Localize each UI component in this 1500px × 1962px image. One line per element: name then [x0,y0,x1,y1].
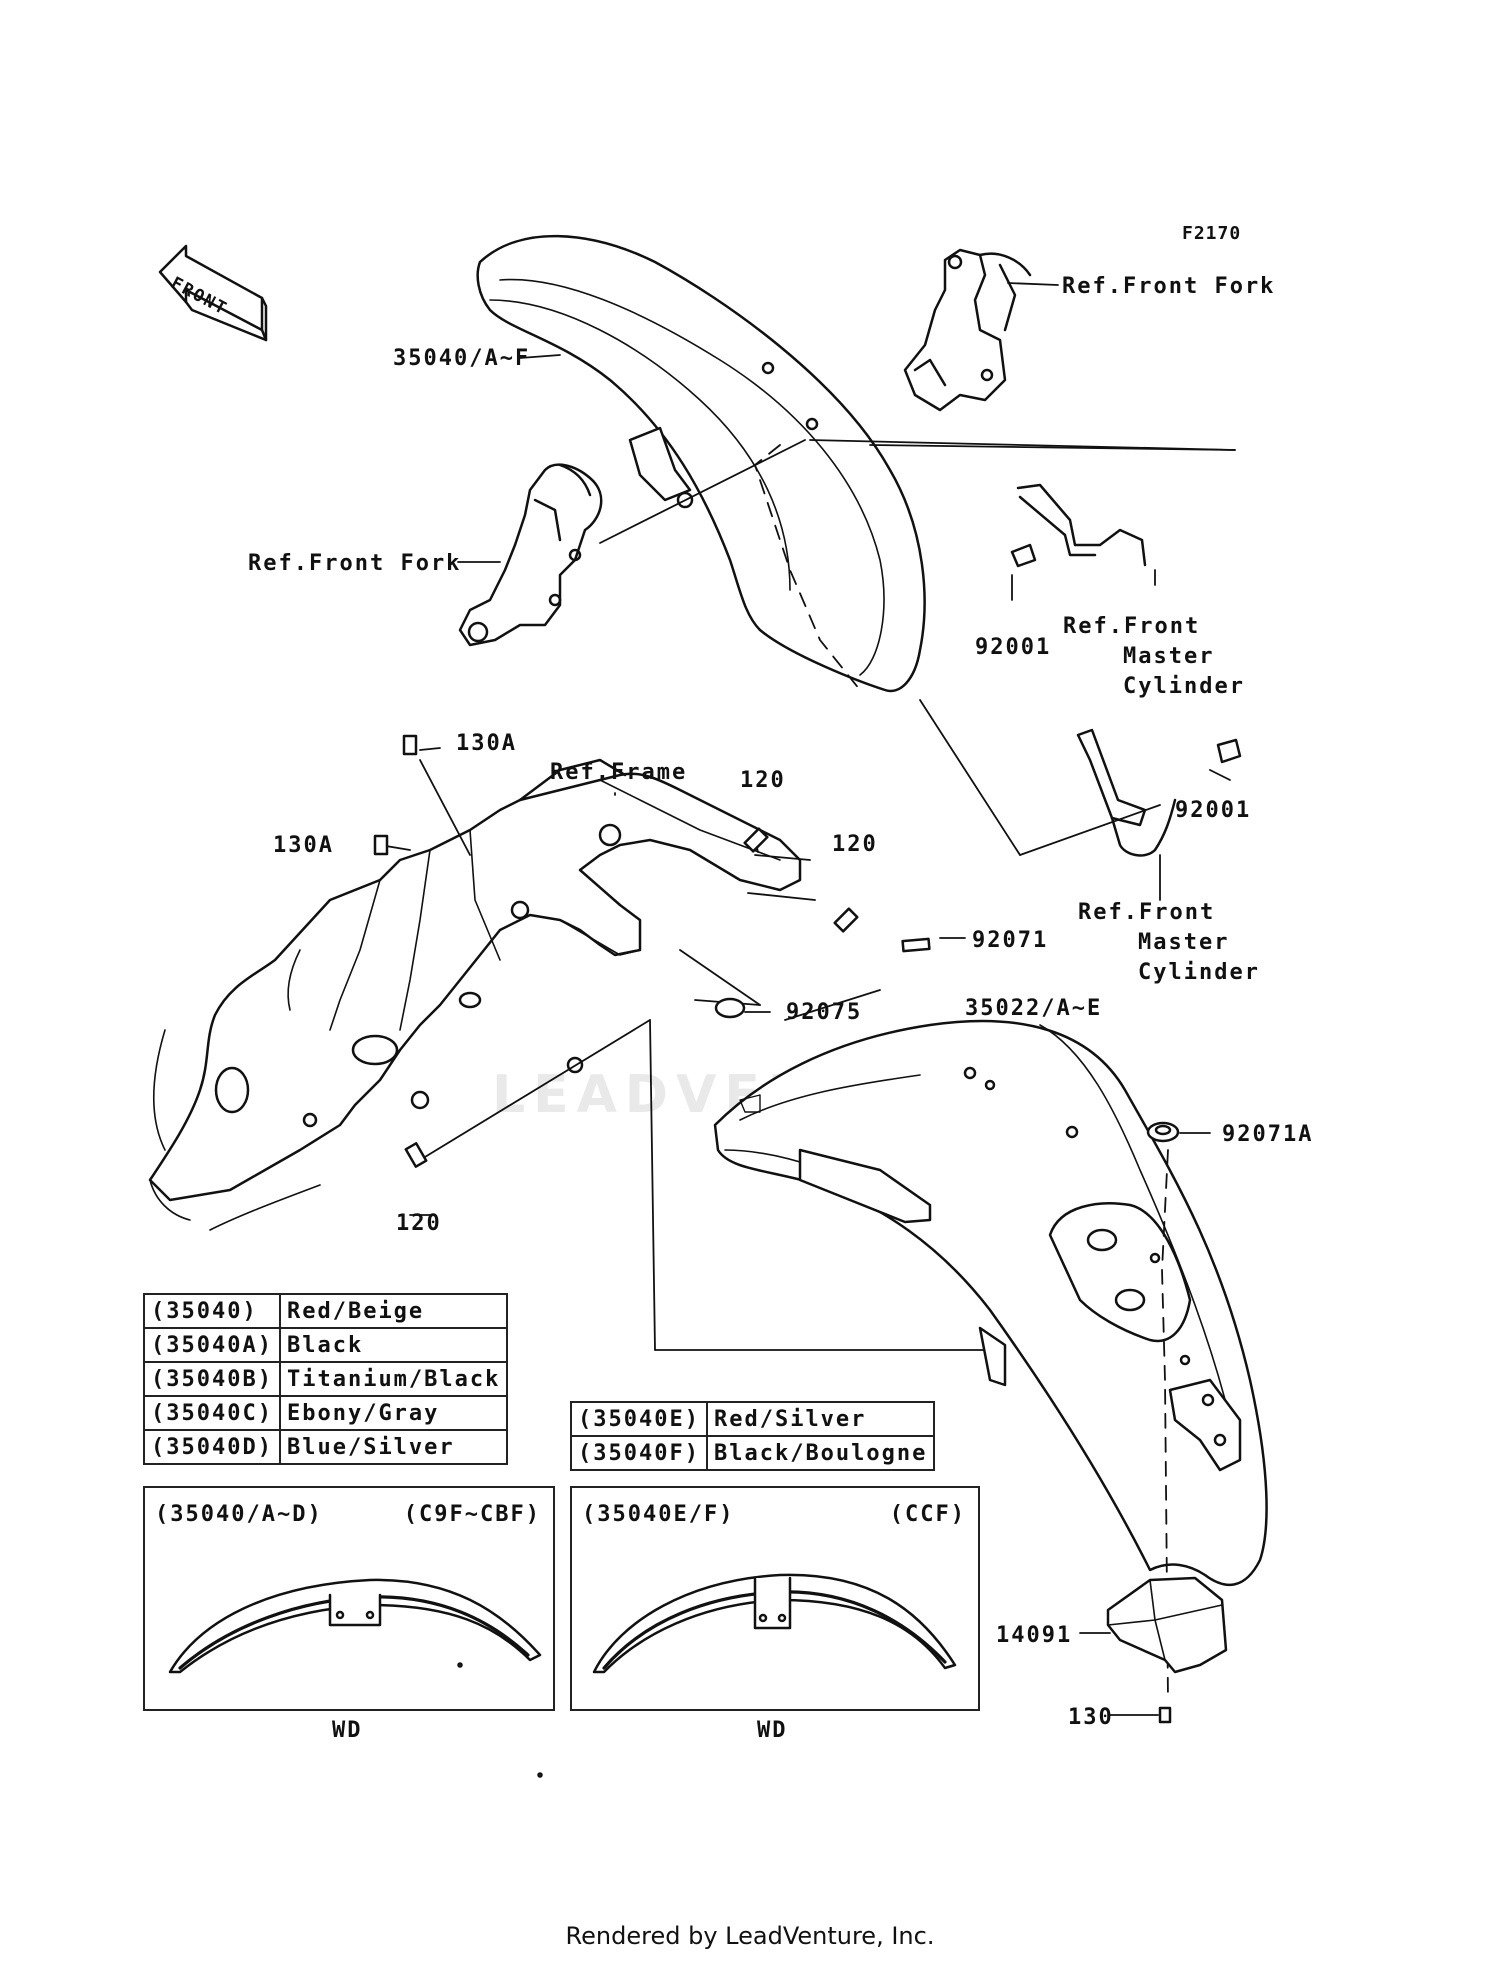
callout-bolt-130: 130 [1068,1705,1114,1730]
color-code: (35040A) [143,1327,281,1363]
front-fork-right-drawing [903,248,1032,412]
rear-fender-drawing [713,1019,1268,1701]
color-row: (35040E)Red/Silver [570,1401,936,1437]
callout-cover-14091: 14091 [996,1623,1073,1648]
color-table-left: (35040)Red/Beige (35040A)Black (35040B)T… [143,1293,509,1465]
callout-bolt-130a-top: 130A [456,731,517,756]
bolt-120-c [404,1142,428,1168]
detail-box-b-caption: WD [757,1718,788,1743]
color-code: (35040F) [570,1435,708,1471]
detail-box-a-parts: (35040/A~D) [155,1502,323,1527]
color-row: (35040F)Black/Boulogne [570,1435,936,1471]
color-code: (35040C) [143,1395,281,1431]
callout-grommet-92071a: 92071A [1222,1122,1314,1147]
color-row: (35040)Red/Beige [143,1293,509,1329]
callout-ref-front-fork-left: Ref.Front Fork [248,551,462,576]
callout-front-fender: 35040/A~F [393,346,531,371]
detail-box-a-caption: WD [332,1718,363,1743]
callout-ref-front-fork-upper: Ref.Front Fork [1062,274,1276,299]
callout-bolt-92001-lower: 92001 [1175,798,1252,823]
color-name: Red/Silver [705,1401,936,1437]
callout-ref-frame: Ref.Frame [550,760,688,785]
callout-bolt-120-a: 120 [740,768,786,793]
color-table-right: (35040E)Red/Silver (35040F)Black/Boulogn… [570,1401,936,1471]
callout-bolt-130a-left: 130A [273,833,334,858]
cover-14091-drawing [1079,1576,1228,1724]
ref-master-cyl-upper-line2: Master [1123,644,1215,669]
callout-bolt-120-b: 120 [832,832,878,857]
bolt-130a-top [402,734,418,756]
color-name: Red/Beige [278,1293,509,1329]
ref-master-cyl-upper-line1: Ref.Front [1063,614,1201,639]
ref-master-cyl-lower-line2: Master [1138,930,1230,955]
callout-bolt-92001-upper: 92001 [975,635,1052,660]
callout-clip-92071: 92071 [972,928,1049,953]
clip-92075-drawing [714,997,746,1019]
callout-bolt-120-c: 120 [396,1211,442,1236]
bolt-120-a [743,827,769,853]
ref-master-cyl-lower-line3: Cylinder [1138,960,1260,985]
bolt-120-b [833,907,859,933]
color-name: Titanium/Black [278,1361,509,1397]
color-row: (35040A)Black [143,1327,509,1363]
frame-drawing [148,758,802,1231]
brake-hose-bracket-lower-drawing [1076,728,1242,857]
color-code: (35040) [143,1293,281,1329]
color-code: (35040D) [143,1429,281,1465]
color-name: Blue/Silver [278,1429,509,1465]
front-fork-left-drawing [458,463,603,647]
detail-box-a-models: (C9F~CBF) [403,1502,541,1527]
callout-ref-master-cylinder-lower: Ref.Front Master Cylinder [1078,898,1260,988]
ref-master-cyl-upper-line3: Cylinder [1123,674,1245,699]
color-code: (35040B) [143,1361,281,1397]
grommet-92071a-drawing [1146,1121,1211,1143]
color-name: Ebony/Gray [278,1395,509,1431]
color-row: (35040C)Ebony/Gray [143,1395,509,1431]
callout-ref-master-cylinder-upper: Ref.Front Master Cylinder [1063,612,1245,702]
clip-92071-drawing [901,937,931,953]
figure-code: F2170 [1182,223,1242,244]
color-name: Black/Boulogne [705,1435,936,1471]
callout-rear-fender: 35022/A~E [965,996,1103,1021]
leader-lines [457,282,1236,901]
callout-clip-92075: 92075 [786,1000,863,1025]
footer-credit: Rendered by LeadVenture, Inc. [565,1922,935,1950]
detail-fender-b-drawing [537,1573,957,1778]
ref-master-cyl-lower-line1: Ref.Front [1078,900,1216,925]
color-name: Black [278,1327,509,1363]
detail-box-b-parts: (35040E/F) [582,1502,735,1527]
front-direction-arrow [158,244,268,342]
color-row: (35040B)Titanium/Black [143,1361,509,1397]
detail-fender-a-drawing [168,1578,542,1674]
color-code: (35040E) [570,1401,708,1437]
detail-box-b: (35040E/F) (CCF) [570,1486,980,1711]
color-row: (35040D)Blue/Silver [143,1429,509,1465]
frame-leader-lines [379,747,986,1351]
front-fender-drawing [476,234,926,693]
detail-box-a: (35040/A~D) (C9F~CBF) [143,1486,555,1711]
brake-hose-bracket-upper-drawing [1010,483,1147,568]
bolt-130a-left [373,834,389,856]
detail-box-b-models: (CCF) [889,1502,966,1527]
